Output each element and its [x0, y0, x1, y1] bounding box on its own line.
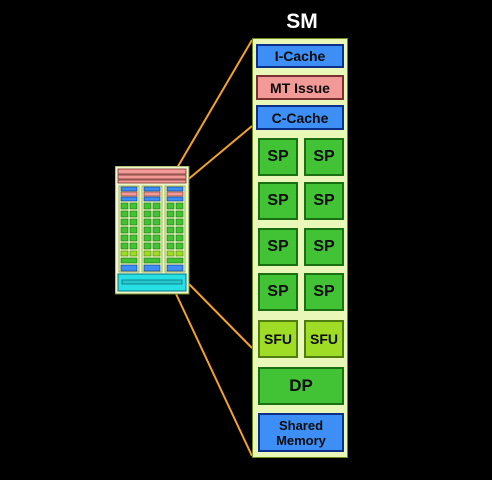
thumbnail-cell: [175, 210, 184, 218]
thumbnail-cell: [143, 191, 161, 197]
thumbnail-cell: [120, 226, 129, 234]
thumbnail-cell: [166, 226, 175, 234]
thumbnail-cell: [166, 196, 184, 202]
thumbnail-cell: [175, 242, 184, 250]
mt-issue-block: MT Issue: [256, 75, 344, 100]
thumbnail-cell: [152, 234, 161, 242]
thumbnail-cell: [129, 226, 138, 234]
thumbnail-cell: [129, 242, 138, 250]
thumbnail-cell: [152, 242, 161, 250]
thumbnail-cell: [143, 250, 152, 257]
ccache-block: C-Cache: [256, 105, 344, 130]
icache-block: I-Cache: [256, 44, 344, 68]
thumbnail-cell: [175, 202, 184, 210]
thumbnail-cell: [129, 202, 138, 210]
thumbnail-cell: [175, 226, 184, 234]
thumbnail-cell: [120, 191, 138, 197]
thumbnail-cell: [120, 210, 129, 218]
sp-block: SP: [258, 182, 298, 220]
sp-block: SP: [304, 182, 344, 220]
thumbnail-cell: [143, 257, 161, 264]
thumbnail-cell: [166, 242, 175, 250]
thumbnail-cell: [166, 210, 175, 218]
thumbnail-cell: [143, 196, 161, 202]
thumbnail-cell: [120, 218, 129, 226]
thumbnail-cell: [166, 250, 175, 257]
shared-memory-block: Shared Memory: [258, 413, 344, 452]
thumbnail-cell: [120, 234, 129, 242]
thumbnail-cell: [143, 226, 152, 234]
thumbnail-cell: [166, 202, 175, 210]
thumbnail-cell: [120, 257, 138, 264]
thumbnail-cell: [143, 242, 152, 250]
sp-block: SP: [304, 273, 344, 311]
connector-top-line: [169, 39, 253, 181]
sp-block: SP: [258, 138, 298, 176]
thumbnail-cell: [143, 264, 161, 272]
thumbnail-cell: [143, 202, 152, 210]
sp-block: SP: [258, 273, 298, 311]
thumbnail-cell: [166, 191, 184, 197]
thumbnail-cell: [129, 210, 138, 218]
sfu-block: SFU: [304, 320, 344, 358]
dp-block: DP: [258, 367, 344, 405]
sp-block: SP: [304, 228, 344, 266]
thumbnail-cell: [152, 202, 161, 210]
thumbnail-cell: [166, 257, 184, 264]
thumbnail-cell: [166, 234, 175, 242]
connector-bottom-line: [169, 280, 253, 457]
connector-low-line: [185, 280, 253, 349]
thumbnail-cell: [143, 210, 152, 218]
thumbnail-cell: [143, 218, 152, 226]
thumbnail-cell: [120, 196, 138, 202]
thumbnail-cell: [152, 218, 161, 226]
thumbnail-cell: [120, 202, 129, 210]
sfu-block: SFU: [258, 320, 298, 358]
thumbnail-cell: [152, 250, 161, 257]
sm-title: SM: [286, 10, 318, 33]
thumbnail-cell: [120, 186, 138, 192]
thumbnail-cell: [152, 226, 161, 234]
thumbnail-cell: [129, 218, 138, 226]
thumbnail-cell: [175, 218, 184, 226]
thumbnail-cell: [120, 264, 138, 272]
thumbnail-cell: [143, 234, 152, 242]
thumbnail-cell: [129, 234, 138, 242]
thumbnail-cell: [120, 242, 129, 250]
connector-mid-line: [184, 125, 253, 183]
thumbnail-cell: [120, 250, 129, 257]
thumbnail-cell: [175, 234, 184, 242]
thumbnail-cell: [152, 210, 161, 218]
shared-memory-line-1: Shared: [278, 417, 324, 433]
sp-block: SP: [258, 228, 298, 266]
thumbnail-cell: [166, 186, 184, 192]
thumbnail-cell: [175, 250, 184, 257]
thumbnail-cell: [143, 186, 161, 192]
shared-memory-line-2: Memory: [276, 432, 326, 448]
thumbnail-cell: [129, 250, 138, 257]
thumbnail-cell: [166, 218, 175, 226]
sp-block: SP: [304, 138, 344, 176]
gpu-sm-thumbnail-icon: [115, 166, 190, 295]
thumbnail-cell: [166, 264, 184, 272]
